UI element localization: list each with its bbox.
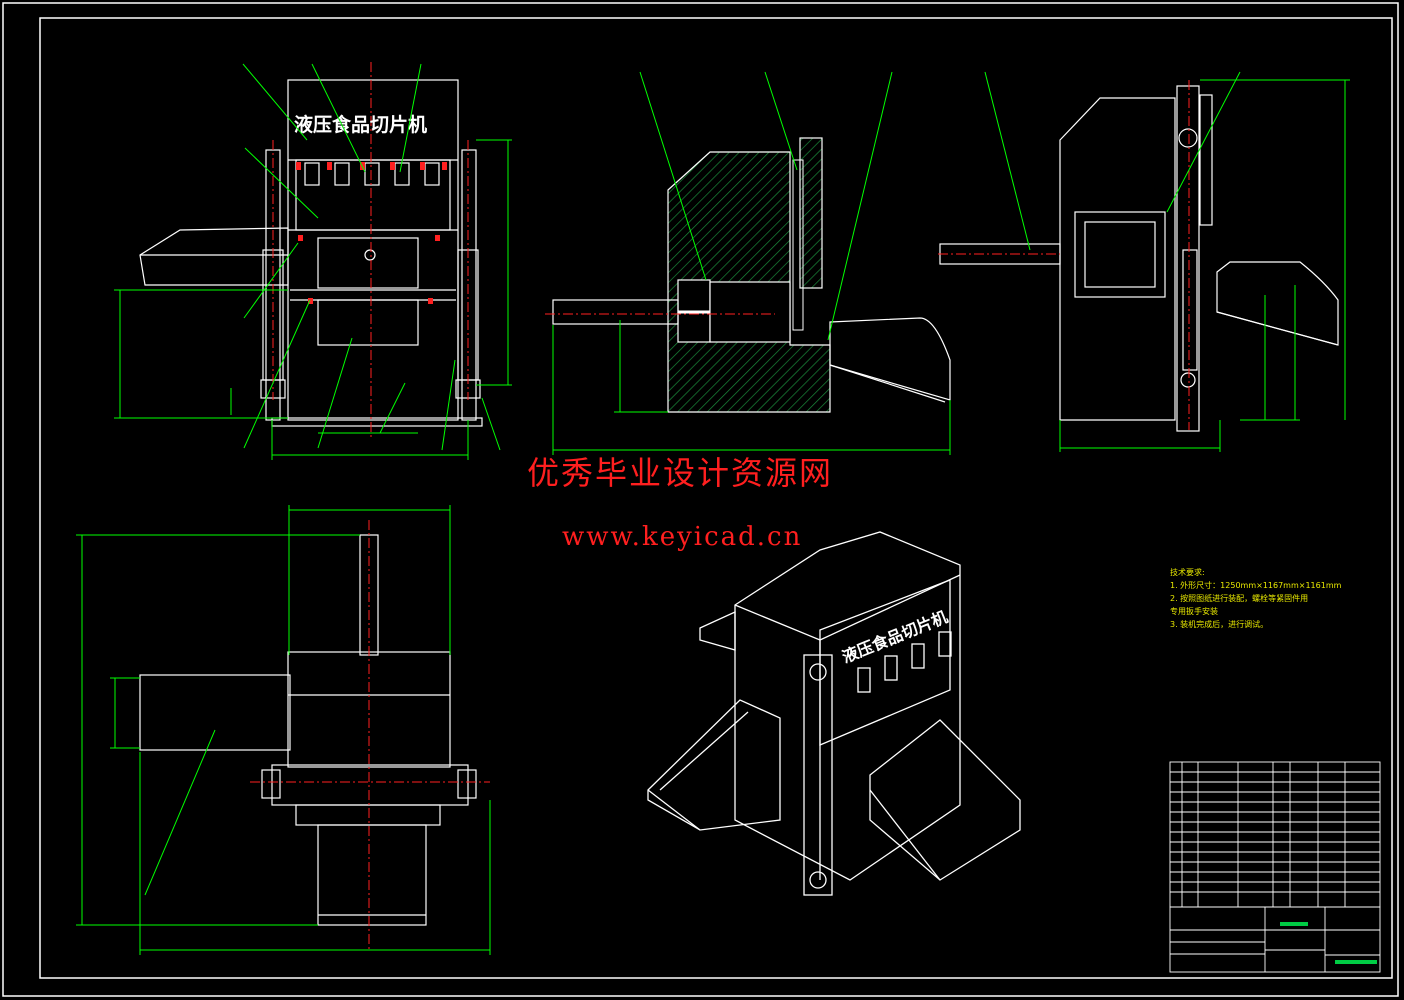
tech-item: 专用扳手安装: [1170, 607, 1218, 616]
side-view-centerline: [938, 80, 1190, 430]
top-view-centerline: [250, 520, 490, 950]
top-view: [139, 534, 477, 926]
watermark-url: www.keyicad.cn: [562, 522, 803, 552]
title-block-green-marks: [1280, 922, 1377, 964]
inner-frame: [39, 17, 1393, 979]
front-view-centerline: [272, 62, 469, 440]
front-view-leaders: [114, 63, 512, 460]
tech-item: 3. 装机完成后，进行调试。: [1170, 620, 1269, 629]
technical-requirements: 技术要求: 1. 外形尺寸：1250mm×1167mm×1161mm 2. 按照…: [1170, 566, 1342, 631]
watermark-site-name: 优秀毕业设计资源网: [527, 454, 834, 492]
tech-heading: 技术要求:: [1170, 568, 1205, 577]
tech-item: 1. 外形尺寸：1250mm×1167mm×1161mm: [1170, 581, 1342, 590]
section-view: [552, 137, 951, 413]
front-view-machine-title: 液压食品切片机: [294, 113, 427, 136]
side-view: [939, 85, 1339, 432]
side-view-leaders: [984, 71, 1350, 452]
section-view-leaders: [552, 71, 951, 455]
top-view-leaders: [76, 505, 491, 955]
bill-of-materials-table: [1169, 761, 1381, 973]
isometric-view: [647, 531, 1021, 896]
tech-item: 2. 按照图纸进行装配，螺栓等紧固件用: [1170, 594, 1309, 603]
